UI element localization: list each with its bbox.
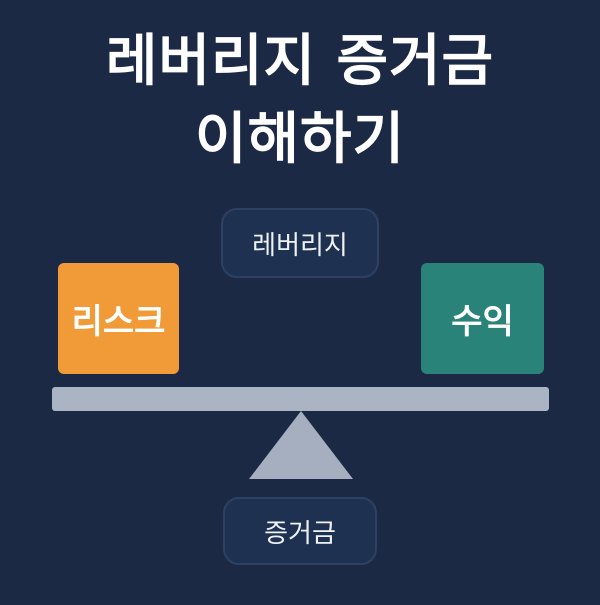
risk-block-text: 리스크: [71, 302, 166, 342]
seesaw-beam: [52, 387, 549, 411]
return-block: 수익: [421, 263, 544, 374]
fulcrum-triangle: [249, 411, 353, 479]
leverage-label-text: 레버리지: [252, 230, 348, 261]
leverage-label: 레버리지: [221, 208, 379, 278]
page-title-line-2: 이해하기: [194, 107, 406, 172]
margin-label: 증거금: [223, 497, 377, 565]
margin-label-text: 증거금: [264, 518, 336, 549]
page-title-line-1: 레버리지 증거금: [105, 29, 495, 94]
fulcrum-shape: [249, 411, 353, 479]
risk-block: 리스크: [58, 263, 179, 374]
return-block-text: 수익: [451, 302, 514, 342]
